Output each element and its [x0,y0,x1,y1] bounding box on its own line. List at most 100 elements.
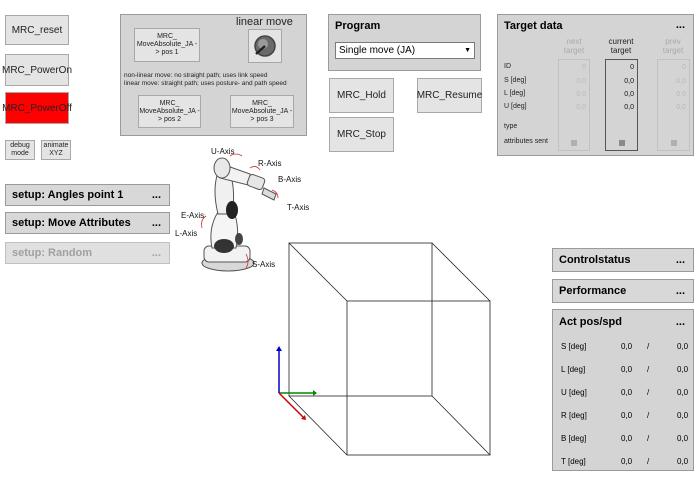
act-row-sep: / [647,411,650,420]
mrc-hold-button[interactable]: MRC_Hold [329,78,394,113]
row-label-id: ID [504,63,511,70]
act-pos-spd-panel: Act pos/spd ... S [deg] 0,0 / 0,0 L [deg… [552,309,694,471]
t-axis-label: T-Axis [287,203,310,212]
mrc-resume-button[interactable]: MRC_Resume [417,78,482,113]
program-panel: Program Single move (JA) ▼ [328,14,481,71]
next-attributes-indicator [571,140,577,146]
act-row-sep: / [647,365,650,374]
act-row-sep: / [647,342,650,351]
coordinate-axes [276,346,317,420]
l-axis-label: L-Axis [175,229,198,238]
setup-random-menu[interactable]: ... [151,247,161,259]
performance-menu[interactable]: ... [675,285,685,297]
mrc-poweroff-button[interactable]: MRC_PowerOff [2,92,72,124]
program-select[interactable]: Single move (JA) ▼ [335,42,475,59]
act-row-label: S [deg] [561,342,587,351]
performance-label: Performance [559,285,627,297]
act-row-pos: 0,0 [621,411,633,420]
move-pos3-button[interactable]: MRC_ MoveAbsolute_JA -> pos 3 [230,95,294,128]
act-row-pos: 0,0 [621,457,633,466]
act-row-sep: / [647,388,650,397]
next-s: 0,0 [576,78,586,85]
setup-attributes-menu[interactable]: ... [151,217,161,229]
move-note-line1: non-linear move: no straight path; uses … [124,72,268,79]
controlstatus-label: Controlstatus [559,254,631,266]
col-prev-target: prev target [662,37,684,55]
col-next-target: next target [563,37,585,55]
move-pos1-button[interactable]: MRC_ MoveAbsolute_JA -> pos 1 [134,28,200,62]
s-axis-label: S-Axis [252,260,276,269]
act-row-l: L [deg] 0,0 / 0,0 [553,365,697,377]
setup-attributes-label: setup: Move Attributes [12,217,131,229]
setup-angles-menu[interactable]: ... [151,189,161,201]
wireframe-cube [288,242,491,456]
linear-move-label: linear move [236,16,293,28]
program-select-value: Single move (JA) [339,45,416,56]
linear-move-toggle[interactable] [248,29,282,63]
r-axis-label: R-Axis [258,159,282,168]
next-l: 0,0 [576,91,586,98]
target-data-panel: Target data ... next target current targ… [497,14,694,156]
3d-view-canvas[interactable] [270,238,500,460]
mrc-poweron-button[interactable]: MRC_PowerOn [2,54,72,86]
controlstatus-menu[interactable]: ... [675,254,685,266]
current-l: 0,0 [624,91,634,98]
act-row-spd: 0,0 [677,411,689,420]
act-row-pos: 0,0 [621,342,633,351]
u-axis-label: U-Axis [211,147,235,156]
act-row-spd: 0,0 [677,457,689,466]
setup-attributes-bar[interactable]: setup: Move Attributes ... [5,212,170,234]
setup-random-label: setup: Random [12,247,93,259]
act-pos-spd-menu[interactable]: ... [675,316,685,328]
act-row-spd: 0,0 [677,434,689,443]
act-pos-spd-title: Act pos/spd [559,316,622,328]
next-u: 0,0 [576,104,586,111]
act-row-sep: / [647,457,650,466]
row-label-s: S [deg] [504,77,527,84]
chevron-down-icon: ▼ [464,47,471,54]
target-data-menu-button[interactable]: ... [675,19,685,31]
prev-s: 0,0 [676,78,686,85]
act-row-spd: 0,0 [677,342,689,351]
act-row-pos: 0,0 [621,365,633,374]
act-row-label: U [deg] [561,388,587,397]
animate-xyz-button[interactable]: animate XYZ [41,140,71,160]
current-id: 0 [630,64,634,71]
debug-mode-button[interactable]: debug mode [5,140,35,160]
move-pos2-button[interactable]: MRC_ MoveAbsolute_JA -> pos 2 [138,95,201,128]
robot-arm-illustration [201,153,279,272]
b-axis-label: B-Axis [278,175,302,184]
setup-random-bar[interactable]: setup: Random ... [5,242,170,264]
act-row-spd: 0,0 [677,388,689,397]
row-label-u: U [deg] [504,103,527,110]
program-title: Program [335,20,381,32]
act-row-b: B [deg] 0,0 / 0,0 [553,434,697,446]
prev-attributes-indicator [670,140,677,146]
current-u: 0,0 [624,104,634,111]
e-axis-label: E-Axis [181,211,205,220]
act-row-r: R [deg] 0,0 / 0,0 [553,411,697,423]
controlstatus-bar[interactable]: Controlstatus ... [552,248,694,272]
performance-bar[interactable]: Performance ... [552,279,694,303]
act-row-pos: 0,0 [621,388,633,397]
setup-angles-bar[interactable]: setup: Angles point 1 ... [5,184,170,206]
move-note-line2: linear move: straight path; uses posture… [124,80,287,87]
prev-target-column: 0 0,0 0,0 0,0 [657,59,690,151]
act-row-label: R [deg] [561,411,587,420]
act-row-s: S [deg] 0,0 / 0,0 [553,342,697,354]
move-panel: linear move MRC_ MoveAbsolute_JA -> pos … [120,14,307,136]
next-id: 0 [582,64,586,71]
prev-u: 0,0 [676,104,686,111]
act-row-u: U [deg] 0,0 / 0,0 [553,388,697,400]
setup-angles-label: setup: Angles point 1 [12,189,124,201]
act-row-spd: 0,0 [677,365,689,374]
act-row-pos: 0,0 [621,434,633,443]
act-row-t: T [deg] 0,0 / 0,0 [553,457,697,469]
col-current-target: current target [608,37,634,55]
mrc-reset-button[interactable]: MRC_reset [5,15,69,45]
toggle-knob-icon [254,35,276,57]
prev-id: 0 [682,64,686,71]
current-s: 0,0 [624,78,634,85]
current-target-column: 0 0,0 0,0 0,0 [605,59,638,151]
mrc-stop-button[interactable]: MRC_Stop [329,117,394,152]
